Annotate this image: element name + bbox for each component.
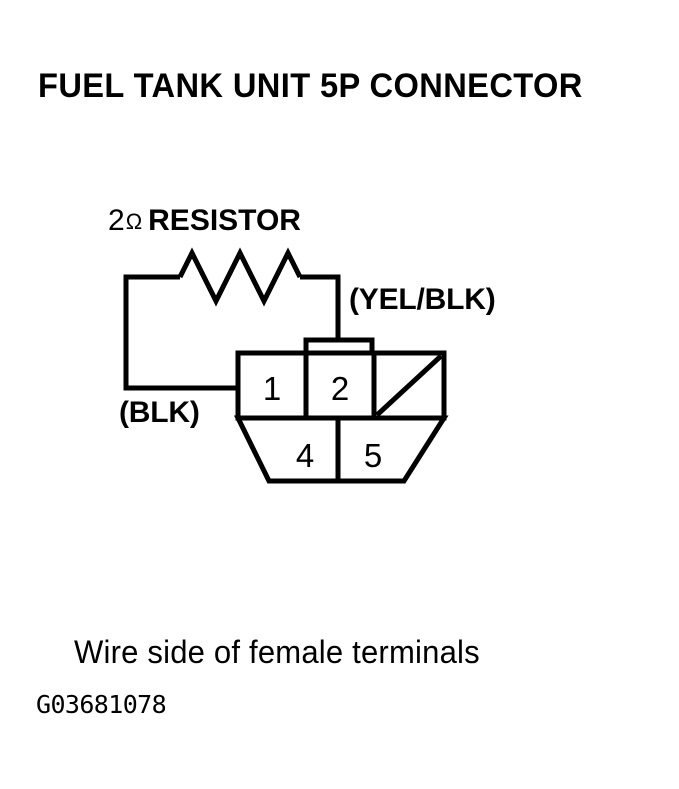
connector-locking-tab bbox=[303, 337, 375, 353]
resistor-value: 2 bbox=[108, 204, 125, 237]
page-title: FUEL TANK UNIT 5P CONNECTOR bbox=[38, 67, 583, 105]
wire-label-blk: (BLK) bbox=[119, 396, 200, 429]
pin-number-5: 5 bbox=[364, 437, 382, 474]
yel-blk-wire-path bbox=[300, 274, 341, 341]
pin-number-4: 4 bbox=[296, 437, 314, 474]
blank-terminal-slash-icon bbox=[375, 354, 443, 417]
resistor-word: RESISTOR bbox=[148, 204, 301, 237]
pin-number-2: 2 bbox=[331, 370, 349, 407]
figure-id: G03681078 bbox=[36, 690, 167, 719]
pin-number-group: 1 2 4 5 bbox=[263, 370, 382, 474]
connector-bottom-row-outline bbox=[233, 415, 449, 484]
resistor-circuit-group bbox=[123, 247, 341, 391]
wire-label-yel-blk: (YEL/BLK) bbox=[349, 283, 496, 316]
pin-number-1: 1 bbox=[263, 370, 281, 407]
resistor-zigzag-icon bbox=[177, 247, 303, 307]
figure-caption: Wire side of female terminals bbox=[74, 634, 480, 670]
blk-wire-path bbox=[123, 274, 240, 391]
connector-body-group bbox=[233, 337, 449, 484]
ohm-symbol-icon: Ω bbox=[125, 209, 143, 234]
